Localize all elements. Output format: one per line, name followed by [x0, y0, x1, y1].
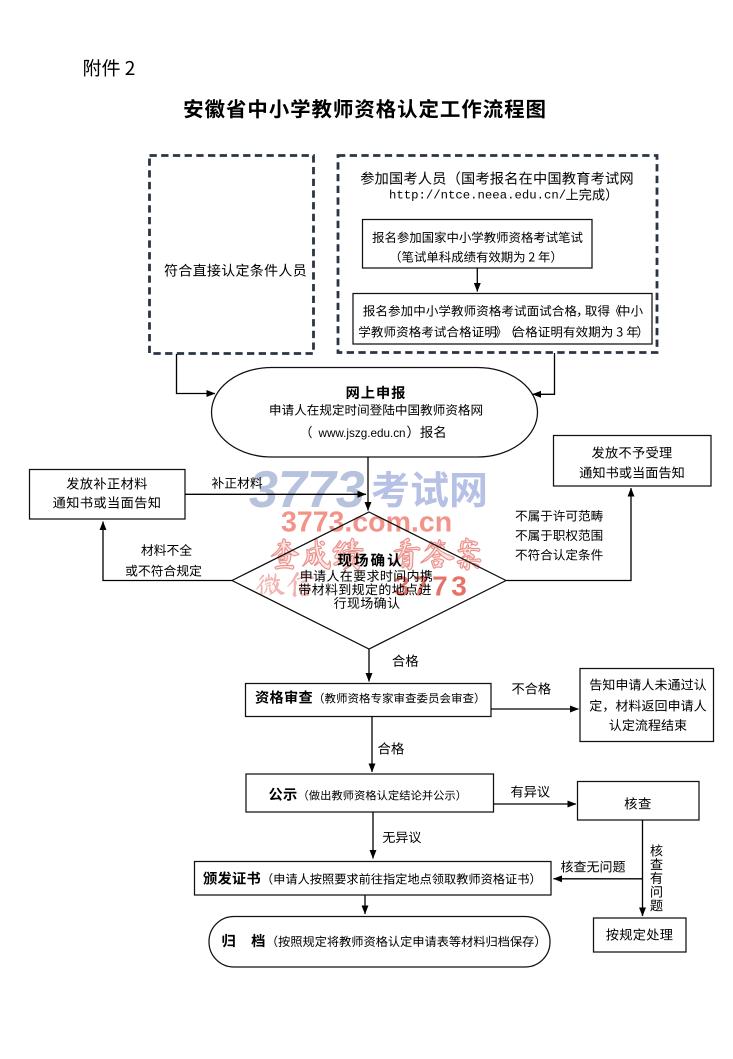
svg-text:3773: 3773: [394, 571, 470, 602]
svg-text:3773: 3773: [249, 461, 365, 519]
svg-text:www.jszg.edu.cn: www.jszg.edu.cn: [318, 427, 406, 440]
svg-text:http://ntce.neea.edu.cn/: http://ntce.neea.edu.cn/: [389, 189, 566, 203]
svg-text:3773.com.cn: 3773.com.cn: [281, 507, 452, 539]
